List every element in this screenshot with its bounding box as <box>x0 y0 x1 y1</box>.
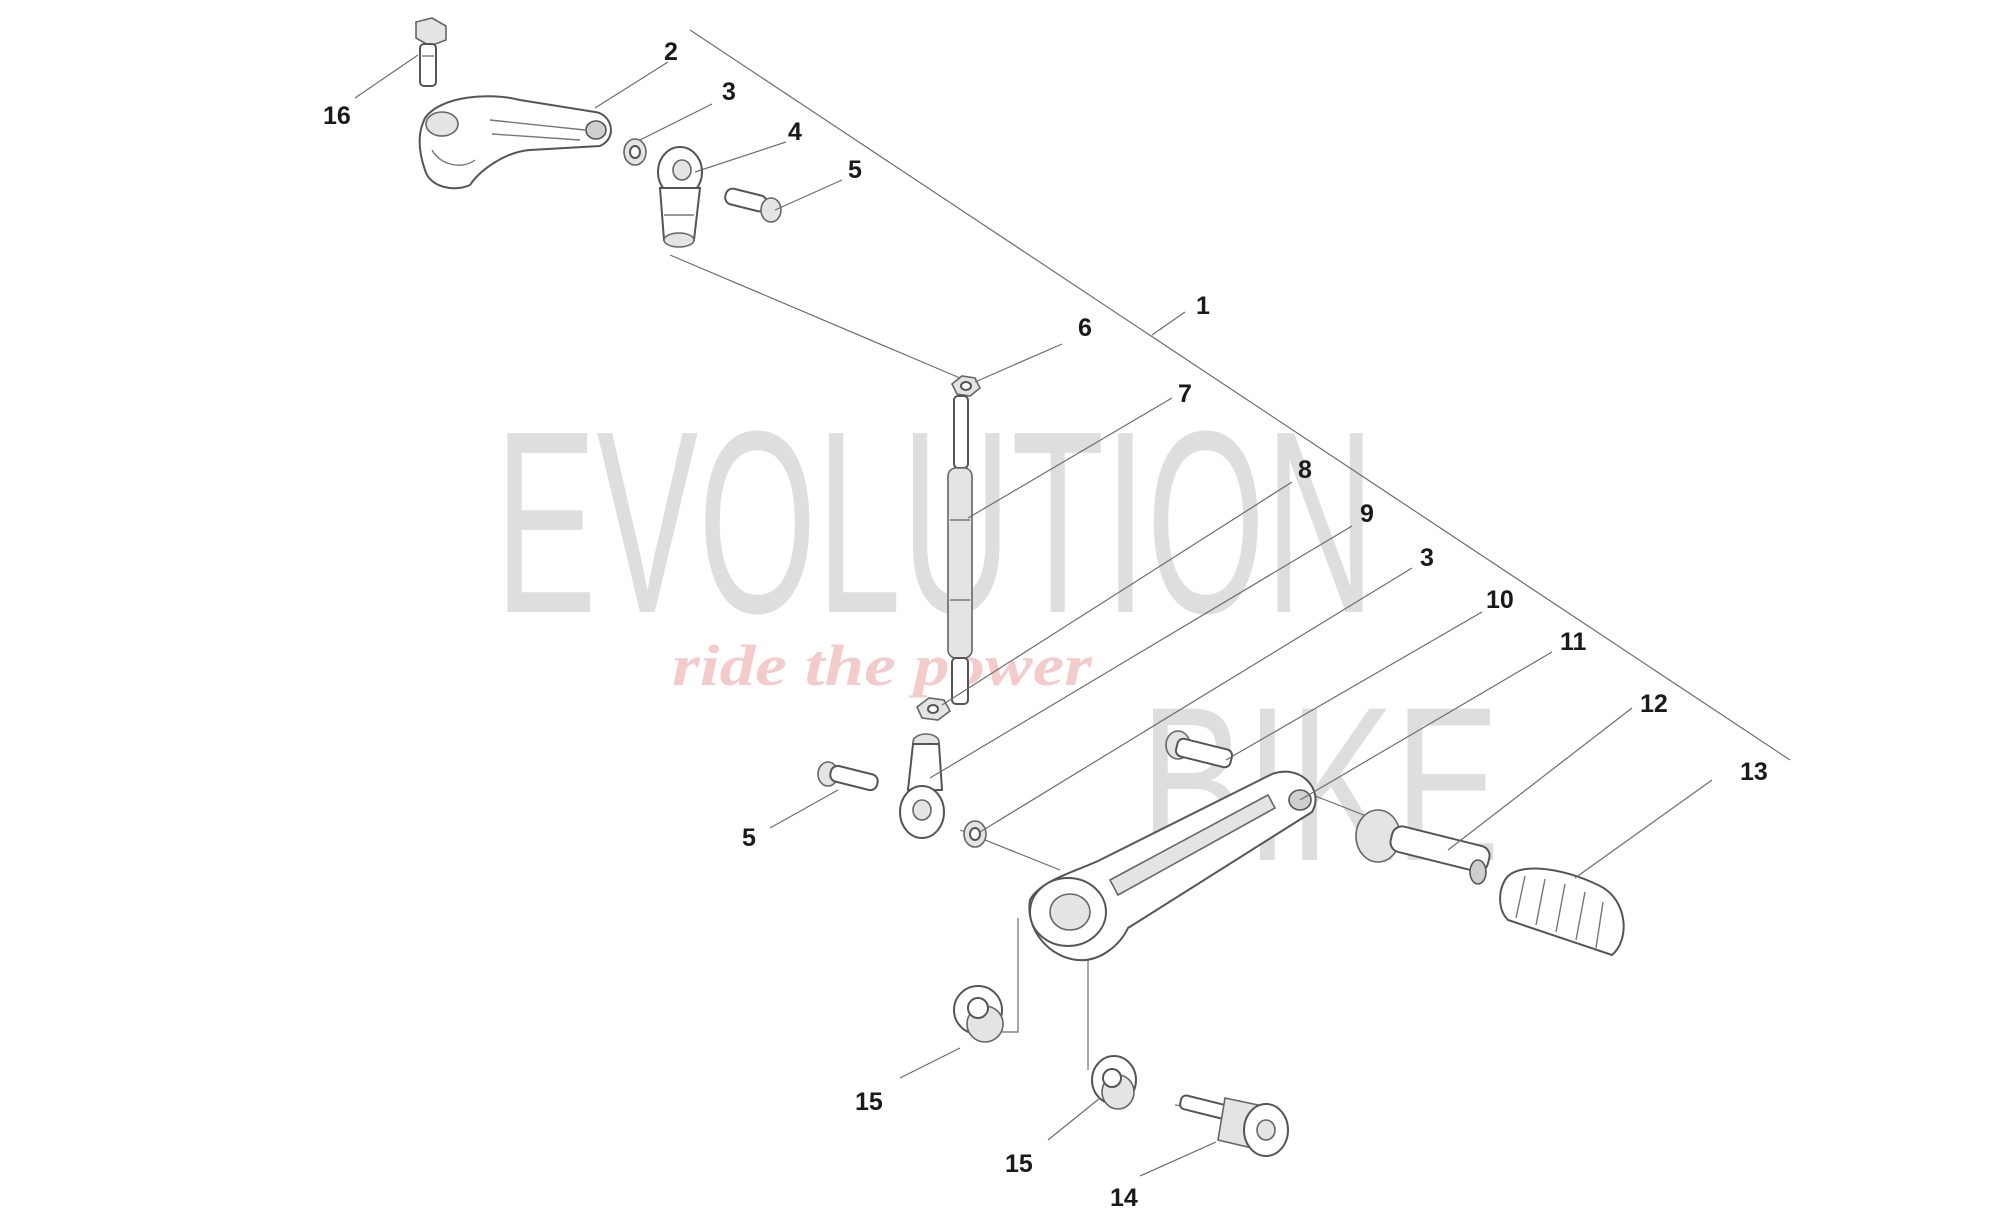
callout-11: 11 <box>1560 628 1587 656</box>
callout-16: 16 <box>323 102 351 130</box>
callout-7: 7 <box>1178 380 1192 408</box>
leader-5a <box>774 179 843 211</box>
callout-8: 8 <box>1298 456 1312 484</box>
leader-1 <box>1151 311 1186 336</box>
watermark-logo: EVOLUTION BIKE ride the power <box>495 378 1500 907</box>
part-rubber-peg-13 <box>1499 867 1625 957</box>
part-bolt-16 <box>415 17 447 87</box>
leader-2 <box>594 61 669 109</box>
assembly-line-upper-joint <box>669 254 961 379</box>
leader-10 <box>1225 611 1483 761</box>
part-nut-6 <box>950 375 982 397</box>
callout-13: 13 <box>1740 758 1768 786</box>
callout-15-left: 15 <box>855 1088 883 1116</box>
callout-5-lower: 5 <box>742 824 756 852</box>
part-washer-3-lower <box>963 820 987 848</box>
callout-3-upper: 3 <box>722 78 736 106</box>
callout-10: 10 <box>1486 586 1514 614</box>
part-bushing-15-right <box>1091 1055 1137 1110</box>
part-pin-5-lower <box>817 761 879 792</box>
assembly-line-bushing-left <box>1002 918 1019 1033</box>
leader-7 <box>967 397 1173 519</box>
part-rod-end-4 <box>657 146 703 248</box>
leader-11 <box>1299 651 1553 801</box>
leader-4 <box>694 141 787 173</box>
leader-14 <box>1139 1141 1217 1177</box>
callout-9: 9 <box>1360 500 1374 528</box>
callout-6: 6 <box>1078 314 1092 342</box>
watermark-brand-top: EVOLUTION <box>495 378 1375 668</box>
leader-13 <box>1574 779 1713 879</box>
leader-3a <box>639 103 713 141</box>
part-washer-3-upper <box>623 138 647 166</box>
callout-3-lower: 3 <box>1420 544 1434 572</box>
part-rod-end-9 <box>899 733 945 839</box>
part-upper-lever-2 <box>418 95 612 190</box>
part-bolt-10 <box>1165 730 1234 769</box>
leader-6 <box>974 343 1063 383</box>
part-peg-bolt-12 <box>1355 809 1491 885</box>
svg-text:EVOLUTION: EVOLUTION <box>495 378 1375 668</box>
callout-4: 4 <box>788 118 802 146</box>
callout-numbers: 1 2 3 4 5 6 7 8 9 3 10 11 12 13 5 15 15 … <box>323 38 1768 1212</box>
leader-8 <box>941 481 1293 706</box>
callout-14: 14 <box>1110 1184 1138 1212</box>
watermark-tagline: ride the power <box>672 633 1093 698</box>
part-lower-lever-11 <box>1028 770 1317 962</box>
callout-2: 2 <box>664 38 678 66</box>
part-adjuster-rod-7 <box>947 395 973 705</box>
callout-12: 12 <box>1640 690 1668 718</box>
part-nut-8 <box>916 697 952 721</box>
leader-9 <box>929 525 1353 779</box>
leader-16 <box>354 54 419 99</box>
leader-15a <box>899 1047 961 1079</box>
part-pin-5-upper <box>724 187 782 223</box>
callout-1: 1 <box>1196 292 1210 320</box>
part-pivot-bolt-14 <box>1179 1094 1289 1157</box>
leader-5b <box>769 789 839 829</box>
leader-12 <box>1447 707 1633 851</box>
callout-5-upper: 5 <box>848 156 862 184</box>
leader-3b <box>979 567 1413 833</box>
part-bushing-15-left <box>953 985 1004 1043</box>
leader-15b <box>1047 1097 1101 1141</box>
callout-leaders <box>354 54 1713 1177</box>
callout-15-right: 15 <box>1005 1150 1033 1178</box>
assembly-line-main <box>689 29 1791 761</box>
